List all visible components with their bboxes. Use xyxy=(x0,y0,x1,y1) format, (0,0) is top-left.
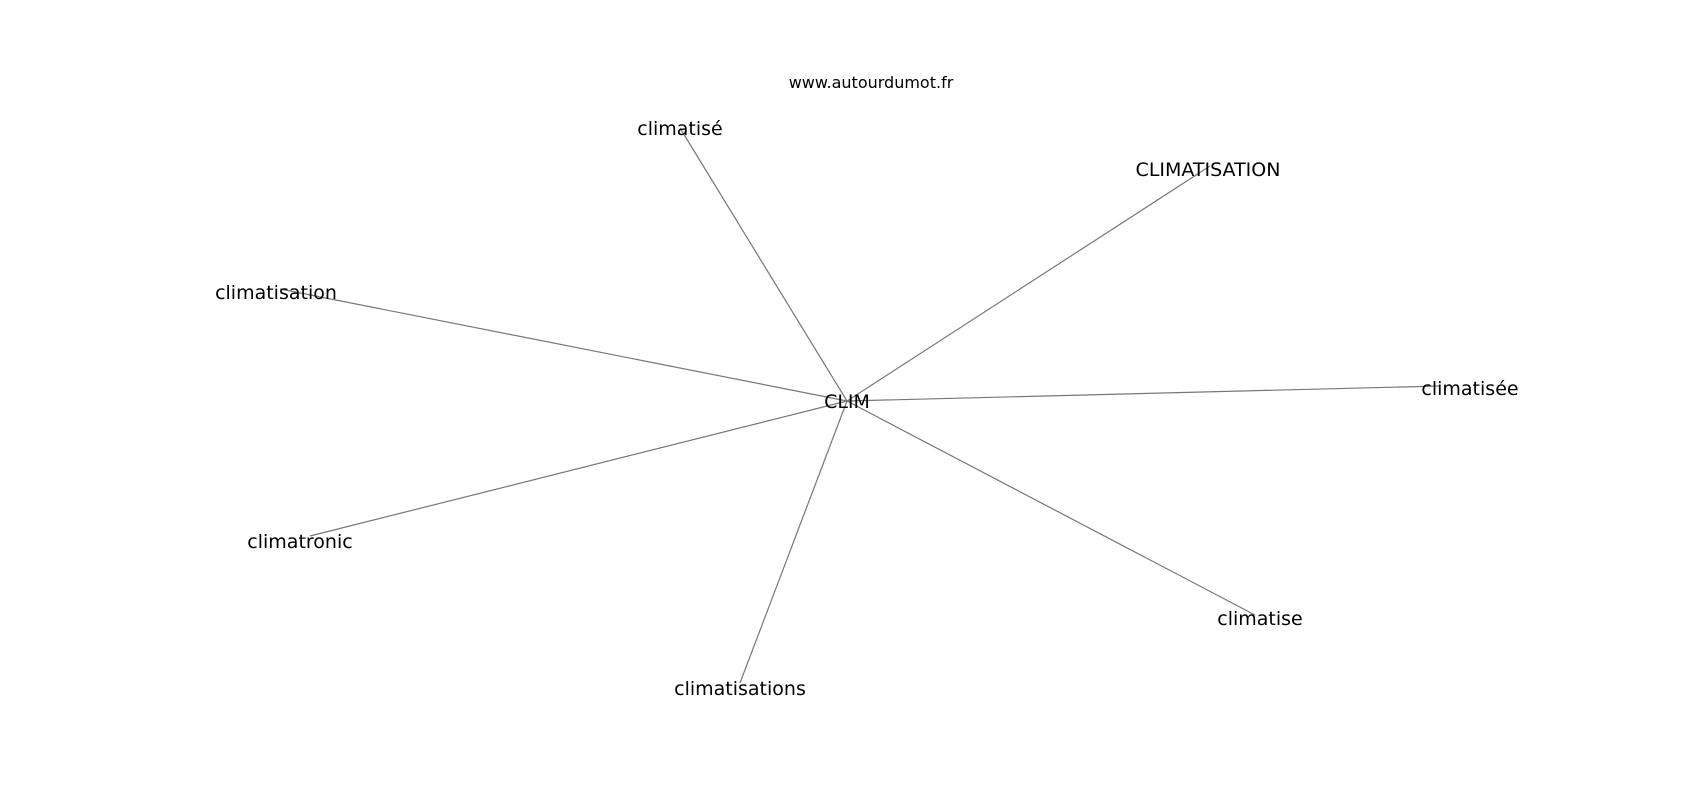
node-label-3: climatisée xyxy=(1421,378,1518,400)
edge-3 xyxy=(846,385,1441,402)
center-node-label: CLIM xyxy=(824,391,870,413)
node-label-6: climatisations xyxy=(674,678,806,700)
edge-5 xyxy=(846,400,1256,616)
node-label-1: CLIMATISATION xyxy=(1136,159,1281,181)
edge-0 xyxy=(679,127,848,402)
node-label-0: climatisé xyxy=(637,118,722,140)
graph-edges xyxy=(279,127,1441,684)
edge-1 xyxy=(846,165,1211,402)
source-url: www.autourdumot.fr xyxy=(789,73,954,92)
node-label-2: climatisation xyxy=(215,282,337,304)
edge-4 xyxy=(309,400,848,537)
edge-2 xyxy=(279,288,848,402)
node-label-5: climatise xyxy=(1217,608,1302,630)
edge-6 xyxy=(739,400,848,684)
node-label-4: climatronic xyxy=(247,531,352,553)
